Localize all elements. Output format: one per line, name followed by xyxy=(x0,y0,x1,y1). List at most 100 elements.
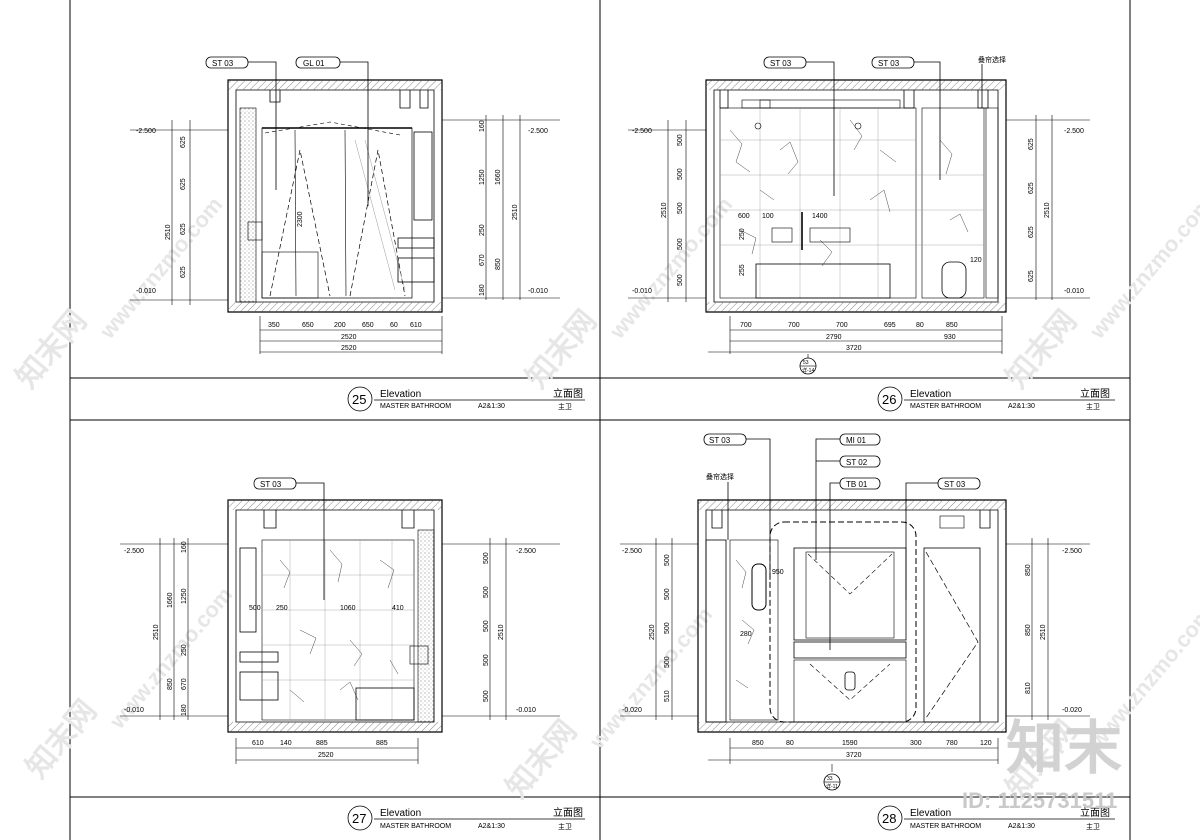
bottom-dim-5: 780 xyxy=(946,740,958,747)
right-dim-3: 250 xyxy=(479,224,486,236)
tag-gl01: GL 01 xyxy=(303,59,325,68)
level-top-r: -2.500 xyxy=(528,128,548,135)
bottom-dim-5: 60 xyxy=(390,322,398,329)
watermark-url: www.znzmo.com xyxy=(94,192,227,344)
left-dim-1: 500 xyxy=(664,554,671,566)
level-bottom-r: -0.010 xyxy=(528,288,548,295)
inner-label-4: 410 xyxy=(392,605,404,612)
tag-st03: ST 03 xyxy=(770,59,792,68)
bottom-dim-1: 610 xyxy=(252,740,264,747)
bottom-sub-2: 930 xyxy=(944,334,956,341)
bottom-total: 3720 xyxy=(846,752,862,759)
level-top: -2.500 xyxy=(136,128,156,135)
inner-label-3: 1400 xyxy=(812,213,828,220)
bottom-dim-3: 1590 xyxy=(842,740,858,747)
right-total: 2510 xyxy=(1040,624,1047,640)
bottom-dimensions xyxy=(235,738,419,764)
panel-title-cn: 立面图 xyxy=(1080,806,1110,819)
right-mid-1: 1660 xyxy=(495,169,502,185)
level-top-r: -2.500 xyxy=(1064,128,1084,135)
left-dim-1: 625 xyxy=(180,136,187,148)
elevation-panel-26: ST 03 ST 03 叠帘选择 600 100 1400 250 255 12… xyxy=(628,55,1115,412)
room-section xyxy=(697,499,1007,733)
watermark-brand: 知末网 xyxy=(20,694,103,784)
left-dim-4: 625 xyxy=(180,266,187,278)
room-section xyxy=(227,499,443,733)
level-bottom: -0.010 xyxy=(632,288,652,295)
left-dim-2: 1250 xyxy=(181,588,188,604)
panel-subtitle-cn: 主卫 xyxy=(1086,822,1100,831)
right-dimensions xyxy=(442,538,560,720)
bottom-dimensions xyxy=(708,316,1003,358)
marker-top: 53 xyxy=(803,360,809,366)
bottom-dim-2: 140 xyxy=(280,740,292,747)
left-dim-4: 500 xyxy=(677,238,684,250)
tag-st02: ST 02 xyxy=(846,458,868,467)
bottom-dim-5: 80 xyxy=(916,322,924,329)
inner-label-3: 1060 xyxy=(340,605,356,612)
marker-top: 33 xyxy=(827,776,833,782)
right-dimensions xyxy=(1006,538,1090,720)
right-dim-1: 625 xyxy=(1028,138,1035,150)
bottom-dimensions xyxy=(259,316,443,354)
sheet-frame xyxy=(69,0,1131,840)
bottom-dim-2: 650 xyxy=(302,322,314,329)
right-total: 2510 xyxy=(512,204,519,220)
bottom-dim-3: 700 xyxy=(836,322,848,329)
right-dim-1: 500 xyxy=(483,552,490,564)
panel-number: 25 xyxy=(352,392,366,407)
left-dim-5: 500 xyxy=(677,274,684,286)
panel-subtitle: MASTER BATHROOM xyxy=(910,403,981,410)
watermark-brand: 知末网 xyxy=(1000,304,1083,394)
bottom-total-1: 2520 xyxy=(341,334,357,341)
left-dim-5: 510 xyxy=(664,690,671,702)
panel-title: Elevation xyxy=(380,808,421,819)
right-dim-3: 500 xyxy=(483,620,490,632)
brand-logo: 知末 xyxy=(1006,714,1122,782)
level-bottom: -0.010 xyxy=(136,288,156,295)
inner-label-1: 600 xyxy=(738,213,750,220)
left-mid-1: 1660 xyxy=(167,592,174,608)
left-dim-4: 500 xyxy=(664,656,671,668)
bottom-dim-4: 300 xyxy=(910,740,922,747)
panel-subtitle: MASTER BATHROOM xyxy=(910,823,981,830)
bottom-dim-6: 850 xyxy=(946,322,958,329)
left-dim-2: 625 xyxy=(180,178,187,190)
panel-scale: A2&1:30 xyxy=(1008,403,1035,410)
panel-subtitle: MASTER BATHROOM xyxy=(380,403,451,410)
inner-label-1: 950 xyxy=(772,569,784,576)
bottom-dim-2: 700 xyxy=(788,322,800,329)
left-total: 2510 xyxy=(153,624,160,640)
panel-title: Elevation xyxy=(910,389,951,400)
left-dimensions xyxy=(620,538,698,720)
note-curtain: 叠帘选择 xyxy=(978,55,1006,64)
right-dim-3: 625 xyxy=(1028,226,1035,238)
right-total: 2510 xyxy=(498,624,505,640)
left-dim-1: 160 xyxy=(181,541,188,553)
panel-subtitle-cn: 主卫 xyxy=(558,402,572,411)
right-dim-3: 810 xyxy=(1025,682,1032,694)
inner-label: 2300 xyxy=(297,211,304,227)
level-top: -2.500 xyxy=(632,128,652,135)
bottom-dim-1: 350 xyxy=(268,322,280,329)
elevation-panel-27: ST 03 500 250 1060 410 -2.500 -0.010 251… xyxy=(120,477,585,831)
level-top-r: -2.500 xyxy=(1062,548,1082,555)
bottom-dim-3: 885 xyxy=(316,740,328,747)
marker-bottom: 详-14 xyxy=(802,367,814,374)
right-dim-2: 850 xyxy=(1025,624,1032,636)
watermark-brand: 知末网 xyxy=(10,304,93,394)
left-dim-2: 500 xyxy=(664,588,671,600)
watermark-url: www.znzmo.com xyxy=(1084,192,1200,344)
right-dim-2: 625 xyxy=(1028,182,1035,194)
tag-st03: ST 03 xyxy=(212,59,234,68)
watermark-brand: 知末网 xyxy=(520,304,603,394)
level-top: -2.500 xyxy=(622,548,642,555)
level-bottom-r: -0.020 xyxy=(1062,707,1082,714)
panel-title: Elevation xyxy=(380,389,421,400)
marker-bottom: 详-11 xyxy=(826,783,838,790)
right-dim-2: 500 xyxy=(483,586,490,598)
bottom-dim-4: 885 xyxy=(376,740,388,747)
bottom-dim-4: 650 xyxy=(362,322,374,329)
bottom-dimensions xyxy=(708,738,999,772)
right-dim-2: 1250 xyxy=(479,169,486,185)
